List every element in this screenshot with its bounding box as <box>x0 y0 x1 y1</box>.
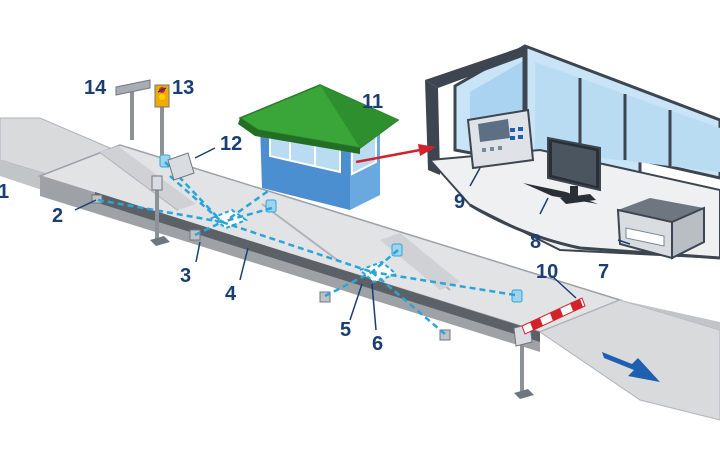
terminal-icon <box>468 110 533 168</box>
callout-11: 11 <box>362 91 383 113</box>
callout-14: 14 <box>84 77 107 99</box>
callout-1: 1 <box>0 181 9 203</box>
callout-13: 13 <box>172 77 194 99</box>
callout-12: 12 <box>220 133 242 155</box>
callout-7: 7 <box>598 261 609 283</box>
callout-5: 5 <box>340 319 351 341</box>
callout-6: 6 <box>372 333 383 355</box>
callout-3: 3 <box>180 265 191 287</box>
callout-4: 4 <box>225 283 237 305</box>
callout-2: 2 <box>52 205 63 227</box>
callout-9: 9 <box>454 191 465 213</box>
callout-10: 10 <box>536 261 558 283</box>
callout-8: 8 <box>530 231 541 253</box>
